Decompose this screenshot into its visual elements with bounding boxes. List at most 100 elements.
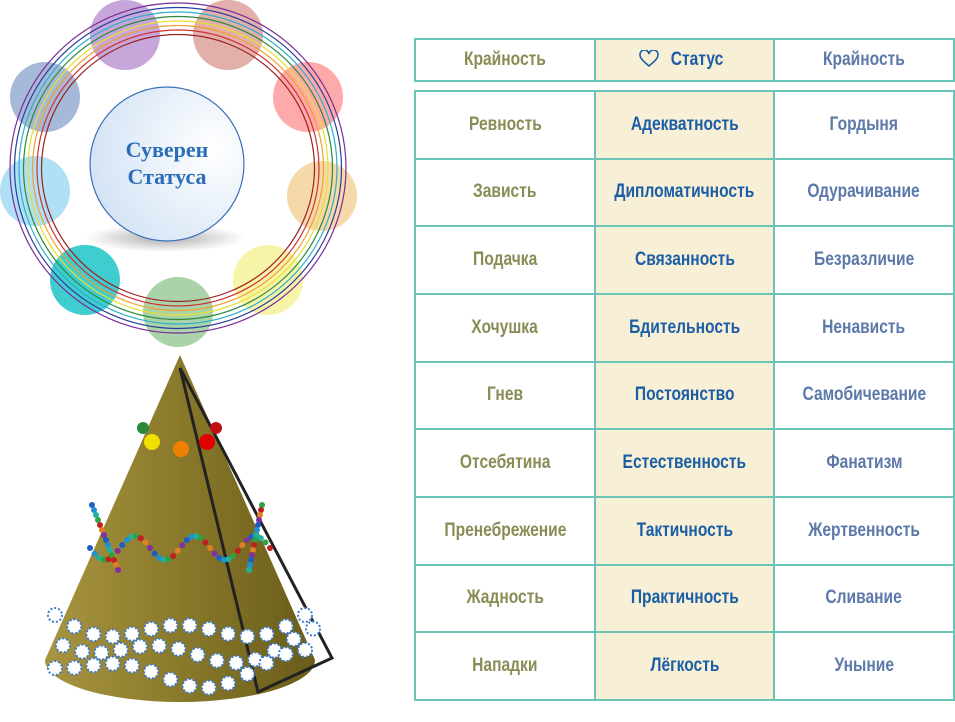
bead: [107, 547, 113, 553]
petal-circle: [273, 62, 343, 132]
bead: [267, 545, 273, 551]
snowflake: [200, 679, 217, 696]
bead: [202, 539, 209, 546]
ring: [36, 29, 320, 307]
cell-extreme-left: Подачка: [414, 225, 596, 295]
bead-garland: [87, 502, 273, 573]
center-title: Суверен Статуса: [90, 136, 244, 190]
dot-green: [137, 422, 149, 434]
bead: [100, 556, 107, 563]
snowflake: [66, 659, 83, 676]
bead: [239, 542, 246, 549]
snowflake-garland: [47, 607, 321, 696]
bead: [123, 537, 130, 544]
snowflake: [55, 637, 71, 654]
bead: [257, 512, 263, 518]
bead: [246, 567, 252, 573]
snowflake: [131, 638, 148, 655]
snowflake: [297, 641, 313, 658]
bead: [165, 556, 172, 563]
snowflake: [123, 657, 140, 674]
snowflake: [208, 652, 225, 669]
snowflake: [123, 625, 140, 642]
snowflake: [228, 654, 245, 671]
bead: [230, 552, 237, 559]
snowflake: [104, 628, 121, 645]
snowflake: [151, 637, 168, 654]
bead: [258, 507, 264, 513]
bead: [133, 533, 140, 540]
table-header: Крайность Статус Крайность: [414, 38, 955, 82]
snowflake: [277, 618, 294, 635]
ring: [22, 15, 334, 321]
bead: [250, 547, 256, 553]
cell-status: Дипломатичность: [594, 157, 775, 228]
cell-extreme-right: Безразличие: [773, 225, 955, 295]
bead: [89, 502, 95, 508]
cell-extreme-right: Жертвенность: [773, 495, 955, 566]
ring: [9, 2, 347, 334]
bead: [99, 527, 105, 533]
ring: [18, 11, 338, 325]
cell-extreme-left: Отсебятина: [414, 428, 596, 498]
petal-circle: [143, 277, 213, 347]
snowflake: [285, 631, 302, 648]
bead: [207, 545, 213, 551]
center-circle: [89, 86, 245, 242]
snowflake: [85, 657, 102, 674]
ring: [31, 24, 325, 312]
cell-extreme-left: Ревность: [414, 90, 596, 160]
bead: [254, 527, 260, 533]
cell-extreme-left: Жадность: [414, 563, 596, 634]
bead: [114, 547, 121, 554]
cell-status: Постоянство: [594, 360, 775, 431]
snowflake: [143, 621, 160, 638]
cell-status: Практичность: [594, 563, 775, 634]
snowflake: [93, 644, 110, 661]
bead: [251, 542, 257, 548]
snowflake: [47, 660, 63, 677]
color-petals: [0, 0, 357, 347]
bead: [109, 552, 115, 558]
rainbow-rings: [9, 2, 347, 334]
snowflake: [239, 666, 256, 683]
heart-icon: [639, 50, 660, 68]
bead: [255, 522, 261, 528]
petal-circle: [0, 156, 70, 226]
bead: [96, 554, 103, 561]
cell-status: Тактичность: [594, 495, 775, 566]
bead: [95, 517, 101, 523]
cell-extreme-left: Гнев: [414, 360, 596, 431]
snowflake: [104, 655, 121, 672]
snowflake: [181, 677, 198, 694]
ring: [13, 6, 343, 330]
bead: [253, 532, 259, 538]
bead: [147, 545, 153, 551]
bead: [247, 562, 253, 568]
petal-circle: [50, 245, 120, 315]
snowflake: [112, 641, 129, 658]
bead: [170, 552, 177, 559]
snowflake: [47, 607, 63, 623]
bead: [197, 535, 204, 542]
bead: [249, 552, 255, 558]
petal-circle: [10, 62, 80, 132]
snowflake: [220, 675, 237, 692]
triangle-outline: [178, 367, 335, 695]
bead: [93, 512, 99, 518]
snowflake: [162, 617, 179, 634]
bead: [142, 539, 149, 546]
snowflake: [66, 618, 83, 635]
cell-status: Лёгкость: [594, 631, 775, 701]
bead: [103, 537, 109, 543]
snowflake: [143, 663, 160, 680]
cell-status: Адекватность: [594, 90, 775, 160]
bead: [248, 557, 254, 563]
bead: [256, 517, 262, 523]
